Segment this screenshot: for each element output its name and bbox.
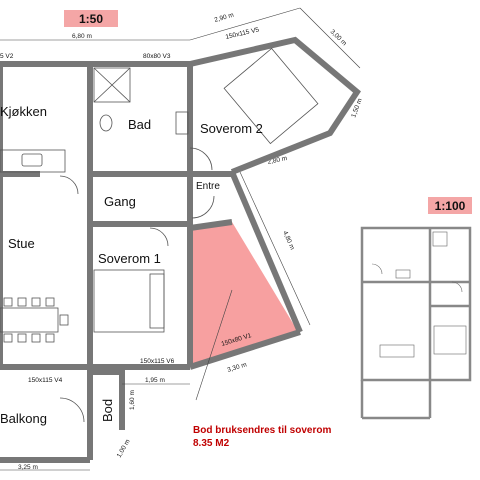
scale-main: 1:50 xyxy=(79,12,103,26)
room-bath: Bad xyxy=(128,117,151,132)
dim-100: 1,00 m xyxy=(116,438,132,459)
room-kitchen: Kjøkken xyxy=(0,104,47,119)
scale-mini: 1:100 xyxy=(435,199,466,213)
dim-195: 1,95 m xyxy=(145,377,165,384)
dim-330: 3,30 m xyxy=(227,361,248,374)
dim-480: 4,80 m xyxy=(281,230,295,251)
room-bedroom1: Soverom 1 xyxy=(98,251,161,266)
room-bedroom2: Soverom 2 xyxy=(200,121,263,136)
room-living: Stue xyxy=(8,236,35,251)
note-line2: 8.35 M2 xyxy=(193,438,230,449)
room-balcony: Balkong xyxy=(0,411,47,426)
dim-300: 3,00 m xyxy=(329,28,348,47)
window-v2: 5 V2 xyxy=(0,53,14,60)
window-v3: 80x80 V3 xyxy=(143,53,171,60)
room-storage: Bod xyxy=(100,399,115,422)
mini-plan xyxy=(360,226,472,420)
scale-badge-main xyxy=(64,10,118,27)
window-v6: 150x115 V6 xyxy=(140,358,175,365)
storage-highlight xyxy=(190,222,297,365)
room-hall: Gang xyxy=(104,194,136,209)
room-entry: Entre xyxy=(196,181,220,192)
dim-290: 2,90 m xyxy=(214,12,235,24)
scale-badge-mini xyxy=(428,197,472,214)
furniture xyxy=(0,47,319,423)
dim-680: 6,80 m xyxy=(72,33,92,40)
dim-325: 3,25 m xyxy=(18,464,38,471)
window-v4: 150x115 V4 xyxy=(28,377,63,384)
note-line1: Bod bruksendres til soverom xyxy=(193,425,331,436)
dim-160: 1,60 m xyxy=(129,390,136,410)
dim-280: 2,80 m xyxy=(267,155,288,166)
